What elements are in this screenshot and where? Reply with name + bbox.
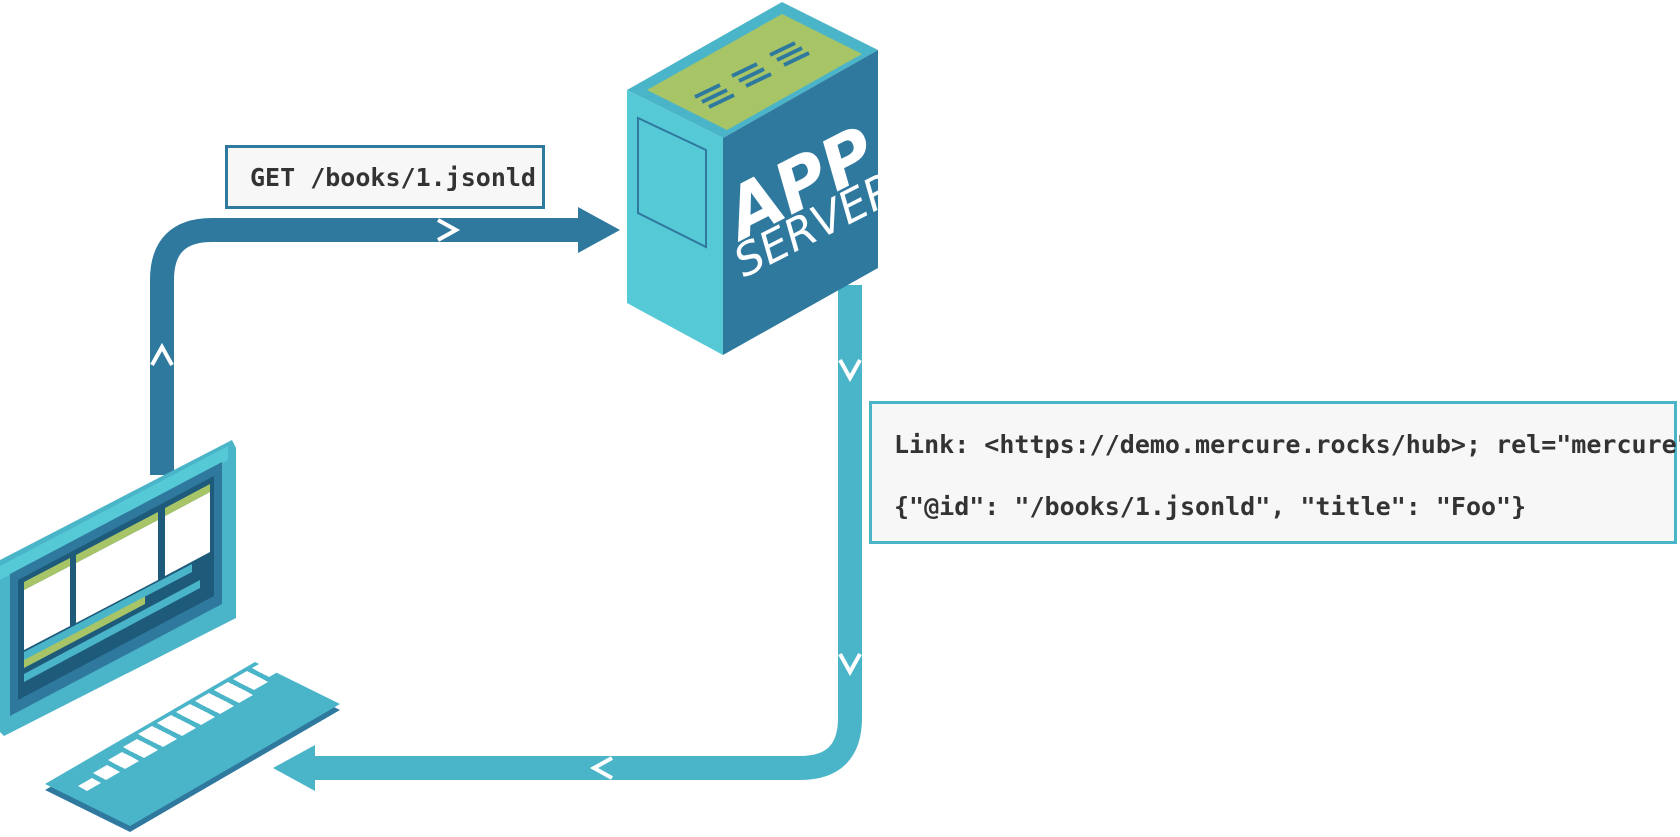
keyboard-key — [93, 765, 116, 778]
app-server-icon: APP SERVER — [627, 2, 905, 355]
keyboard-key — [233, 671, 256, 684]
keyboard-key — [252, 660, 275, 673]
keyboard-key — [157, 715, 180, 728]
keyboard-key — [214, 682, 237, 695]
response-body: {"@id": "/books/1.jsonld", "title": "Foo… — [894, 492, 1527, 521]
keyboard-key — [123, 739, 146, 752]
keyboard-key — [271, 649, 294, 662]
keyboard-key — [195, 693, 218, 706]
request-label: GET /books/1.jsonld — [225, 145, 545, 209]
keyboard-key — [176, 704, 199, 717]
keyboard-icon — [45, 638, 340, 832]
keyboard-key — [138, 726, 161, 739]
keyboard-key — [78, 778, 101, 791]
keyboard-key — [108, 752, 131, 765]
response-link-header: Link: <https://demo.mercure.rocks/hub>; … — [894, 430, 1680, 459]
response-arrow — [273, 285, 862, 791]
keyboard-key — [290, 638, 313, 651]
request-arrow — [150, 207, 620, 475]
response-box: Link: <https://demo.mercure.rocks/hub>; … — [869, 401, 1680, 544]
computer-monitor-icon — [0, 440, 236, 736]
